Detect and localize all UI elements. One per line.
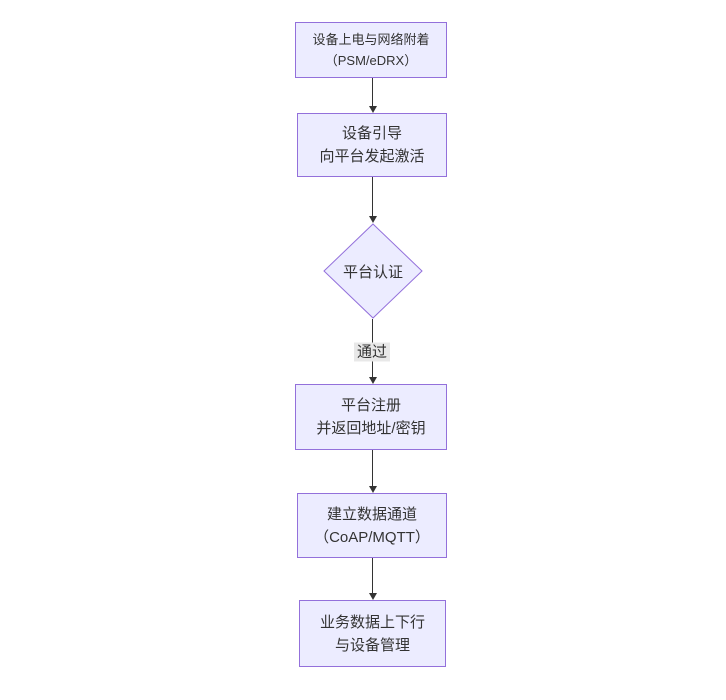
flow-arrow-5 <box>368 558 377 600</box>
node-power-attach: 设备上电与网络附着 （PSM/eDRX） <box>295 22 447 78</box>
node-bootstrap: 设备引导 向平台发起激活 <box>297 113 447 177</box>
arrow-shaft <box>372 78 373 106</box>
edge-label-pass: 通过 <box>353 342 391 362</box>
node-bootstrap-line2: 向平台发起激活 <box>319 148 425 165</box>
node-bootstrap-line1: 设备引导 <box>341 125 402 142</box>
node-platform-register: 平台注册 并返回地址/密钥 <box>295 384 447 450</box>
node-platform-auth: 平台认证 <box>323 223 423 319</box>
arrowhead-down-icon <box>368 593 377 600</box>
node-business-data-line2: 与设备管理 <box>334 636 410 654</box>
arrowhead-down-icon <box>368 486 377 493</box>
flow-arrow-2 <box>368 177 377 223</box>
flow-arrow-4 <box>368 450 377 493</box>
arrow-shaft <box>372 558 373 593</box>
flow-arrow-1 <box>368 78 377 113</box>
node-power-attach-line1: 设备上电与网络附着 <box>312 32 430 47</box>
arrow-shaft <box>372 177 373 216</box>
node-data-channel: 建立数据通道 （CoAP/MQTT） <box>297 493 447 558</box>
diamond-shape <box>323 223 423 319</box>
arrow-shaft <box>372 450 373 486</box>
node-data-channel-line1: 建立数据通道 <box>326 505 417 523</box>
node-platform-register-line2: 并返回地址/密钥 <box>316 420 426 437</box>
arrowhead-down-icon <box>368 377 377 384</box>
node-business-data-line1: 业务数据上下行 <box>319 613 425 631</box>
node-platform-auth-label: 平台认证 <box>342 263 403 281</box>
node-data-channel-line2: （CoAP/MQTT） <box>314 528 430 546</box>
node-power-attach-line2: （PSM/eDRX） <box>324 53 418 68</box>
arrowhead-down-icon <box>368 106 377 113</box>
node-platform-register-line1: 平台注册 <box>340 397 401 414</box>
node-business-data: 业务数据上下行 与设备管理 <box>299 600 446 667</box>
arrowhead-down-icon <box>368 216 377 223</box>
